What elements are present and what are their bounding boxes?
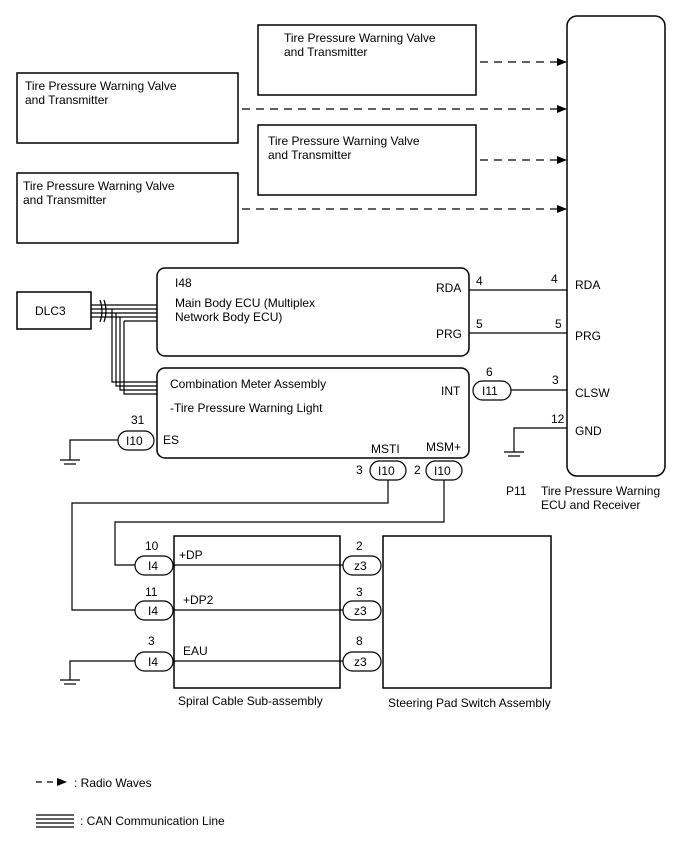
- dlc3-box: [16, 291, 92, 330]
- msm-connector-label: I10: [434, 464, 451, 478]
- transmitter-1-line2: and Transmitter: [284, 45, 367, 59]
- clsw-pin-number: 3: [552, 373, 559, 387]
- rda-pin-num-ecu: 4: [476, 274, 483, 288]
- combination-meter-box: [156, 367, 470, 459]
- main-body-ecu-box: [156, 267, 470, 357]
- main-body-ecu-line2: Network Body ECU): [175, 310, 282, 324]
- msti-dp2-wire: [71, 480, 389, 611]
- eau-connector-label: I4: [148, 655, 158, 669]
- tpw-ecu-connector: P11: [506, 484, 527, 498]
- transmitter-2-line1: Tire Pressure Warning Valve: [25, 79, 177, 93]
- prg-pin-num-ecu: 5: [476, 317, 483, 331]
- z3-pin3-number: 3: [356, 585, 363, 599]
- legend-radio-waves: : Radio Waves: [36, 776, 152, 790]
- dp2-connector-label: I4: [148, 604, 158, 618]
- msm-dp-wire: [114, 480, 445, 566]
- int-connector-pill: [472, 380, 512, 401]
- tpw-ecu-box: [566, 15, 666, 477]
- transmitter-1: Tire Pressure Warning Valve and Transmit…: [257, 24, 477, 96]
- rda-pin-num-tpw: 4: [551, 272, 558, 286]
- int-pin-number: 6: [486, 365, 493, 379]
- z3-pin8-label: z3: [354, 655, 367, 669]
- dp-pin-name: +DP: [179, 548, 203, 562]
- es-ground-wire: [69, 439, 118, 460]
- tpw-ground-wire: [513, 427, 567, 452]
- dp2-pin-name: +DP2: [183, 593, 214, 607]
- combination-meter-pin-msti: MSTI: [371, 442, 400, 456]
- transmitter-3-line1: Tire Pressure Warning Valve: [268, 134, 420, 148]
- tpw-ecu-label-2: ECU and Receiver: [541, 498, 640, 512]
- eau-ground-wire: [69, 660, 135, 680]
- transmitter-4-line1: Tire Pressure Warning Valve: [23, 179, 175, 193]
- transmitter-4: Tire Pressure Warning Valve and Transmit…: [16, 172, 239, 244]
- z3-pin3-pill: [342, 600, 382, 621]
- tpw-ecu-pin-rda: RDA: [575, 278, 600, 292]
- es-pin-number: 31: [131, 413, 145, 427]
- main-body-ecu-connector: I48: [175, 276, 192, 290]
- transmitter-3-line2: and Transmitter: [268, 148, 351, 162]
- transmitter-3: Tire Pressure Warning Valve and Transmit…: [257, 124, 477, 196]
- can-bus: [91, 299, 158, 395]
- prg-pin-num-tpw: 5: [555, 317, 562, 331]
- steering-pad-label: Steering Pad Switch Assembly: [388, 696, 551, 710]
- dp-connector-pill: [134, 555, 174, 576]
- dp-connector-label: I4: [148, 559, 158, 573]
- combination-meter-subtitle: -Tire Pressure Warning Light: [170, 401, 323, 415]
- combination-meter-pin-int: INT: [441, 384, 461, 398]
- eau-ground-symbol: [60, 679, 80, 685]
- spiral-cable-box: [173, 535, 341, 689]
- main-body-ecu-pin-prg: PRG: [436, 327, 462, 341]
- transmitter-2: Tire Pressure Warning Valve and Transmit…: [16, 72, 239, 144]
- combination-meter-title: Combination Meter Assembly: [170, 377, 326, 391]
- tpw-ecu-pin-gnd: GND: [575, 424, 602, 438]
- z3-pin2-number: 2: [356, 539, 363, 553]
- z3-pin8-number: 8: [356, 634, 363, 648]
- combination-meter-pin-msm: MSM+: [426, 440, 461, 454]
- tpw-ground-symbol: [504, 451, 524, 457]
- es-connector-label: I10: [126, 434, 143, 448]
- gnd-pin-number: 12: [551, 412, 565, 426]
- dp2-pin-number: 11: [145, 585, 158, 599]
- eau-pin-name: EAU: [183, 644, 208, 658]
- steering-pad-box: [382, 535, 552, 689]
- es-ground-symbol: [60, 459, 80, 465]
- z3-pin2-label: z3: [354, 559, 367, 573]
- z3-pin3-label: z3: [354, 604, 367, 618]
- z3-pin2-pill: [342, 555, 382, 576]
- z3-pin8-pill: [342, 651, 382, 672]
- dlc3-label: DLC3: [35, 304, 66, 318]
- legend-can-line: : CAN Communication Line: [36, 814, 225, 828]
- int-connector-label: I11: [482, 384, 498, 398]
- tpw-ecu-label-1: Tire Pressure Warning: [541, 484, 660, 498]
- dp2-connector-pill: [134, 600, 174, 621]
- main-body-ecu-line1: Main Body ECU (Multiplex: [175, 296, 315, 310]
- legend-can-line-label: : CAN Communication Line: [80, 814, 225, 828]
- msti-pin-number: 3: [356, 463, 363, 477]
- spiral-cable-label: Spiral Cable Sub-assembly: [178, 694, 323, 708]
- transmitter-2-line2: and Transmitter: [25, 93, 108, 107]
- combination-meter-pin-es: ES: [163, 433, 179, 447]
- msm-pin-number: 2: [414, 463, 421, 477]
- tpw-ecu-pin-clsw: CLSW: [575, 386, 610, 400]
- transmitter-1-line1: Tire Pressure Warning Valve: [284, 31, 436, 45]
- transmitter-4-line2: and Transmitter: [23, 193, 106, 207]
- msti-connector-label: I10: [378, 464, 395, 478]
- legend-radio-waves-label: : Radio Waves: [74, 776, 152, 790]
- dp-pin-number: 10: [145, 539, 159, 553]
- eau-pin-number: 3: [148, 634, 155, 648]
- tpw-ecu-pin-prg: PRG: [575, 329, 601, 343]
- main-body-ecu-pin-rda: RDA: [436, 281, 461, 295]
